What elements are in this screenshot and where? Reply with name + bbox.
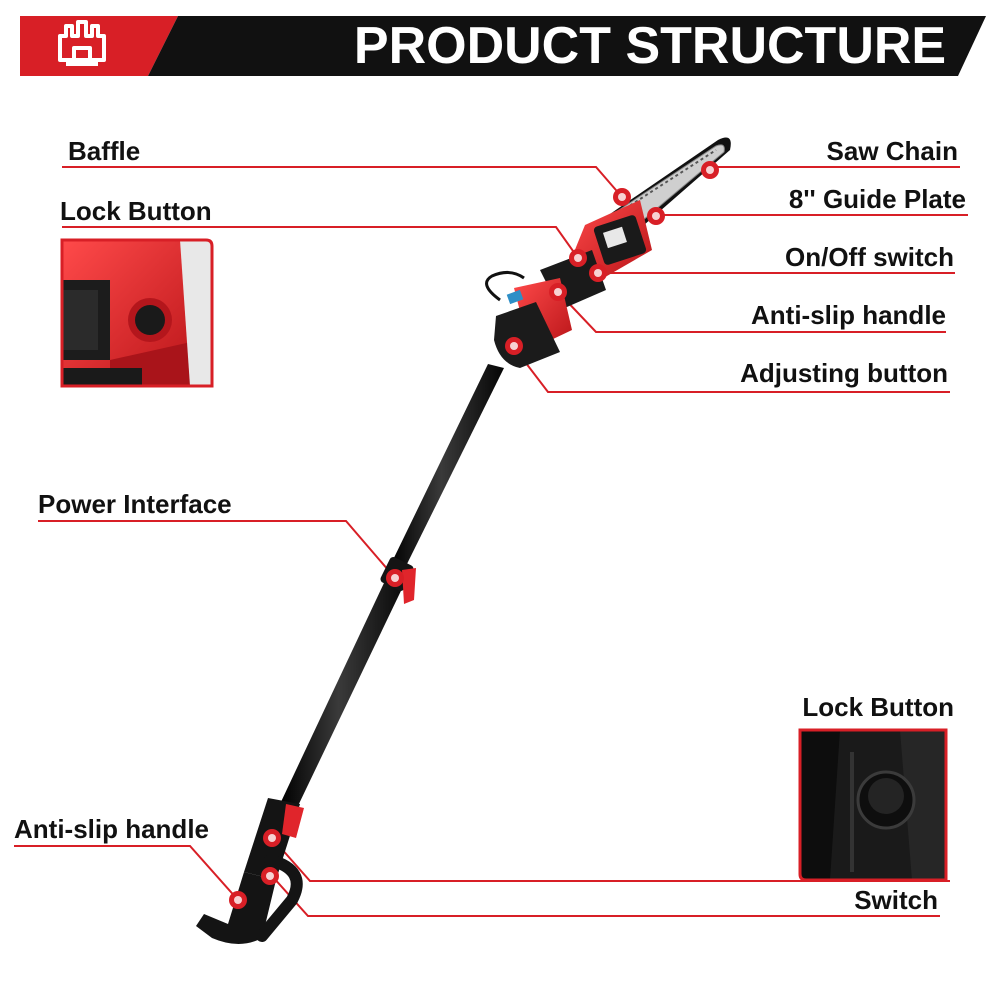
dot-on-off-switch bbox=[589, 264, 607, 282]
dot-lock-button-top bbox=[569, 249, 587, 267]
label-anti-slip-handle-top: Anti-slip handle bbox=[751, 300, 946, 330]
castle-logo-icon bbox=[58, 20, 106, 66]
motor-section bbox=[485, 250, 606, 368]
dot-lock-bottom bbox=[263, 829, 281, 847]
label-anti-slip-handle-bottom: Anti-slip handle bbox=[14, 814, 209, 844]
header-bar bbox=[148, 16, 986, 76]
page-title: PRODUCT STRUCTURE bbox=[353, 17, 947, 75]
callout-dots bbox=[229, 161, 719, 909]
label-saw-chain: Saw Chain bbox=[826, 136, 958, 166]
label-switch: Switch bbox=[854, 885, 938, 915]
dot-anti-slip-top bbox=[549, 283, 567, 301]
telescopic-pole bbox=[280, 364, 504, 810]
leader-power-interface bbox=[38, 520, 396, 579]
dot-saw-chain bbox=[701, 161, 719, 179]
label-lock-button-bottom: Lock Button bbox=[802, 692, 954, 722]
label-guide-plate: 8'' Guide Plate bbox=[788, 184, 966, 214]
label-on-off-switch: On/Off switch bbox=[785, 242, 954, 272]
leader-switch bbox=[271, 875, 940, 917]
dot-power-interface bbox=[386, 569, 404, 587]
label-adjusting-button: Adjusting button bbox=[740, 358, 948, 388]
header-banner bbox=[20, 16, 986, 76]
pole-saw-illustration bbox=[196, 137, 731, 944]
leader-anti-slip-bottom bbox=[14, 845, 239, 901]
leader-baffle bbox=[62, 166, 623, 198]
dot-adjusting-button bbox=[505, 337, 523, 355]
leader-anti-slip-top bbox=[559, 293, 946, 333]
lock-button-detail-inset bbox=[60, 238, 214, 388]
dot-switch bbox=[261, 867, 279, 885]
label-baffle: Baffle bbox=[68, 136, 141, 166]
dot-baffle bbox=[613, 188, 631, 206]
label-lock-button-top: Lock Button bbox=[60, 196, 212, 226]
dot-anti-slip-bottom bbox=[229, 891, 247, 909]
label-power-interface: Power Interface bbox=[38, 489, 232, 519]
lock-button-bottom-detail-inset bbox=[798, 728, 948, 882]
leader-lock-button-top bbox=[62, 226, 579, 259]
dot-guide-plate bbox=[647, 207, 665, 225]
